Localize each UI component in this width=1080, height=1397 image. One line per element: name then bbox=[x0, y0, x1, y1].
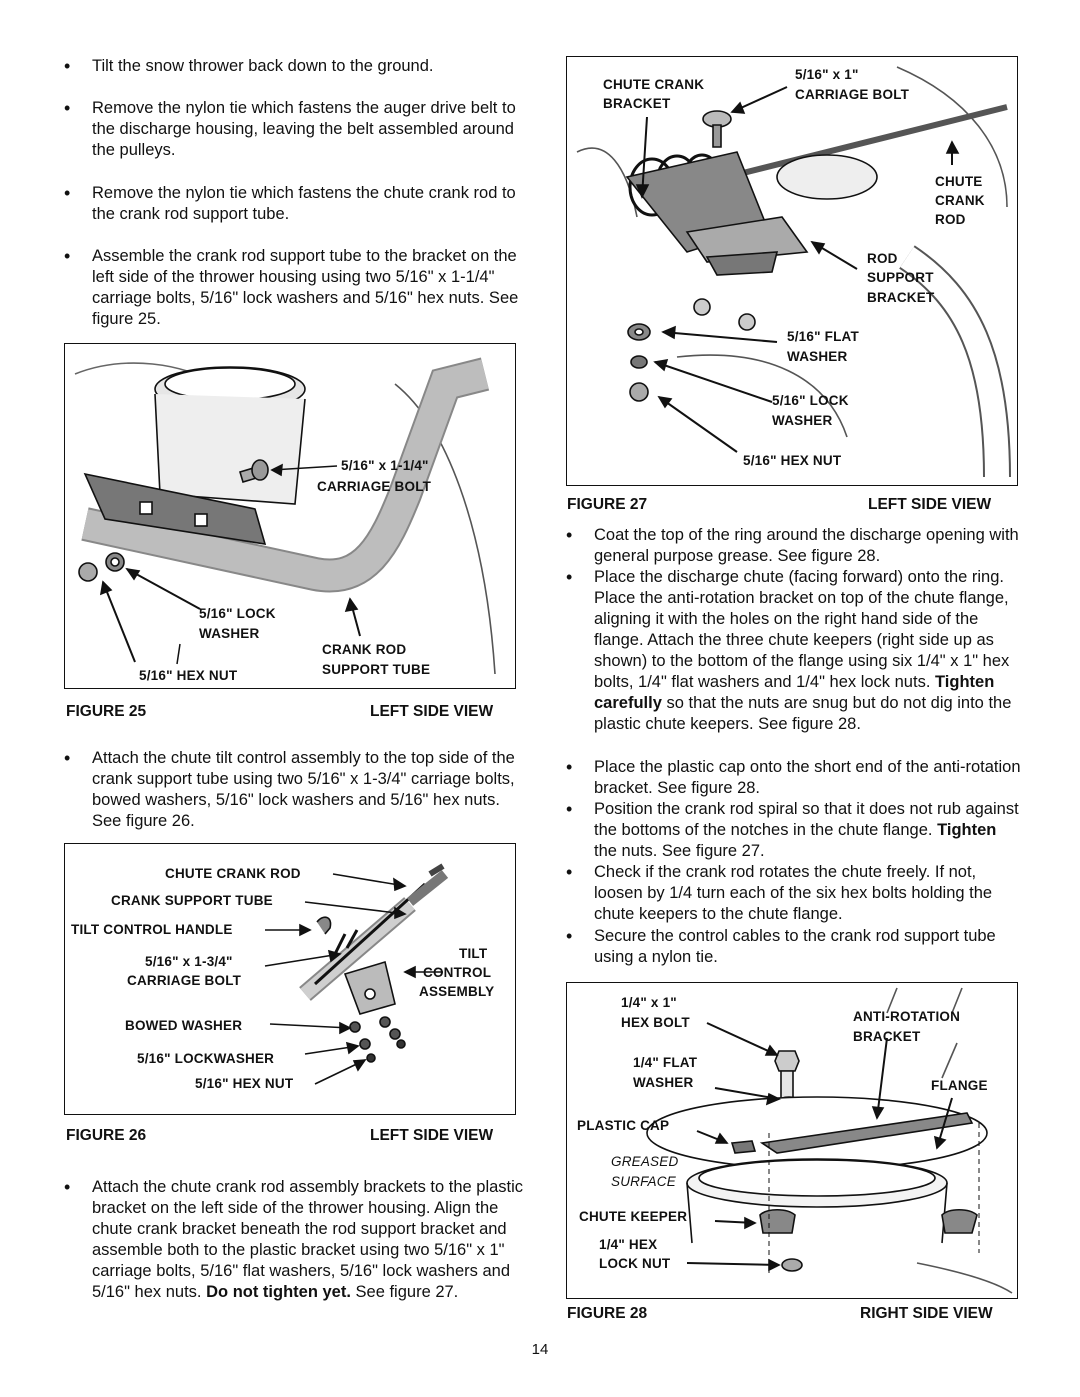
fig27-label-rod: ROD bbox=[935, 212, 966, 227]
fig27-label-hex-nut: 5/16" HEX NUT bbox=[743, 453, 842, 468]
fig28-label-flange: FLANGE bbox=[931, 1078, 988, 1093]
bullet-dot: • bbox=[566, 525, 573, 545]
fig27-label-crank: CRANK bbox=[935, 193, 985, 208]
fig27-label-chute: CHUTE bbox=[935, 174, 983, 189]
fig27-label-flat-washer: WASHER bbox=[787, 349, 848, 364]
fig27-label-support-bracket: BRACKET bbox=[867, 290, 935, 305]
fig26-label-assembly: ASSEMBLY bbox=[419, 984, 495, 999]
step-attach-tilt-control: • Attach the chute tilt control assembly… bbox=[64, 748, 515, 830]
fig26-label-crank-support-tube: CRANK SUPPORT TUBE bbox=[111, 893, 273, 908]
fig27-label-lock: 5/16" LOCK bbox=[772, 393, 849, 408]
fig25-label-carriage-bolt: CARRIAGE BOLT bbox=[317, 479, 432, 494]
fig28-label-chute-keeper: CHUTE KEEPER bbox=[579, 1209, 688, 1224]
fig26-label-chute-crank-rod: CHUTE CRANK ROD bbox=[165, 866, 301, 881]
figure-25-view: LEFT SIDE VIEW bbox=[370, 703, 494, 720]
fig27-label-carriage-bolt: CARRIAGE BOLT bbox=[795, 87, 910, 102]
fig28-label-anti-rotation: ANTI-ROTATION bbox=[853, 1009, 961, 1024]
fig26-label-lockwasher: 5/16" LOCKWASHER bbox=[137, 1051, 275, 1066]
step-place-chute: • Place the discharge chute (facing forw… bbox=[566, 567, 1022, 735]
fig26-label-bowed-washer: BOWED WASHER bbox=[125, 1018, 243, 1033]
fig26-label-hex-nut: 5/16" HEX NUT bbox=[195, 1076, 294, 1091]
step-remove-rod-tie: • Remove the nylon tie which fastens the… bbox=[64, 183, 516, 223]
fig25-label-bolt-size: 5/16" x 1-1/4" bbox=[341, 458, 429, 473]
step-attach-crank-brackets: • Attach the chute crank rod assembly br… bbox=[64, 1177, 524, 1303]
fig27-label-support: SUPPORT bbox=[867, 270, 934, 285]
step-position-spiral: • Position the crank rod spiral so that … bbox=[566, 799, 1022, 862]
bullet-dot: • bbox=[64, 1177, 71, 1197]
fig27-label-rod-2: ROD bbox=[867, 251, 898, 266]
step-spiral-bold: Tighten bbox=[937, 821, 997, 839]
step-place-chute-text: Place the discharge chute (facing forwar… bbox=[594, 568, 1010, 691]
fig27-label-chute-crank: CHUTE CRANK bbox=[603, 77, 705, 92]
figure-25-drawing bbox=[74, 357, 496, 675]
fig25-label-support-tube: SUPPORT TUBE bbox=[322, 662, 431, 677]
step-secure-cables: • Secure the control cables to the crank… bbox=[566, 926, 996, 966]
step-spiral-tail: the nuts. See figure 27. bbox=[594, 842, 765, 860]
bullet-dot: • bbox=[566, 799, 573, 819]
bullet-dot: • bbox=[64, 246, 71, 266]
fig28-label-lock-nut: LOCK NUT bbox=[599, 1256, 671, 1271]
fig27-label-bracket: BRACKET bbox=[603, 96, 671, 111]
figure-28-caption: FIGURE 28 bbox=[567, 1305, 648, 1322]
bullet-dot: • bbox=[566, 757, 573, 777]
step-tilt-down: • Tilt the snow thrower back down to the… bbox=[64, 56, 434, 76]
bullet-dot: • bbox=[64, 56, 71, 76]
fig26-label-tilt: TILT bbox=[459, 946, 488, 961]
fig28-label-hex: 1/4" HEX bbox=[599, 1237, 658, 1252]
figure-25-illustration: 5/16" x 1-1/4" CARRIAGE BOLT 5/16" LOCK … bbox=[64, 343, 516, 689]
fig26-label-control: CONTROL bbox=[423, 965, 492, 980]
fig27-label-lock-washer: WASHER bbox=[772, 413, 833, 428]
figure-25-caption: FIGURE 25 bbox=[66, 703, 147, 720]
fig25-label-washer: WASHER bbox=[199, 626, 260, 641]
figure-27-illustration: CHUTE CRANK BRACKET 5/16" x 1" CARRIAGE … bbox=[566, 56, 1018, 486]
step-place-chute-tail: so that the nuts are snug but do not dig… bbox=[594, 694, 1012, 733]
fig28-label-flat: 1/4" FLAT bbox=[633, 1055, 698, 1070]
fig25-label-lock-washer: 5/16" LOCK bbox=[199, 606, 276, 621]
step-remove-belt-tie: • Remove the nylon tie which fastens the… bbox=[64, 98, 516, 159]
bullet-dot: • bbox=[566, 926, 573, 946]
fig28-label-bracket: BRACKET bbox=[853, 1029, 921, 1044]
step-spiral-text: Position the crank rod spiral so that it… bbox=[594, 800, 1019, 839]
fig28-label-hex-bolt: HEX BOLT bbox=[621, 1015, 690, 1030]
step-c-text: Attach the chute crank rod assembly brac… bbox=[92, 1178, 524, 1301]
bullet-dot: • bbox=[64, 98, 71, 118]
step-place-chute-bold: Tighten carefully bbox=[594, 673, 995, 712]
figure-26-view: LEFT SIDE VIEW bbox=[370, 1127, 494, 1144]
step-check-rotation: • Check if the crank rod rotates the chu… bbox=[566, 862, 993, 923]
figure-27-caption: FIGURE 27 bbox=[567, 496, 648, 513]
fig26-label-bolt-size: 5/16" x 1-3/4" bbox=[145, 954, 233, 969]
fig25-label-crank-rod: CRANK ROD bbox=[322, 642, 407, 657]
figure-28-drawing bbox=[646, 987, 1013, 1294]
fig28-label-washer: WASHER bbox=[633, 1075, 694, 1090]
fig28-label-surface: SURFACE bbox=[611, 1174, 676, 1189]
figure-26-drawing bbox=[264, 863, 449, 1085]
fig26-label-tilt-control-handle: TILT CONTROL HANDLE bbox=[71, 922, 233, 937]
figure-27-drawing bbox=[576, 66, 1011, 478]
step-place-cap: • Place the plastic cap onto the short e… bbox=[566, 757, 1021, 797]
figure-26-illustration: CHUTE CRANK ROD CRANK SUPPORT TUBE TILT … bbox=[64, 843, 516, 1115]
step-coat-ring: • Coat the top of the ring around the di… bbox=[566, 525, 1019, 565]
fig25-label-hex-nut: 5/16" HEX NUT bbox=[139, 668, 238, 683]
fig28-label-greased: GREASED bbox=[611, 1154, 679, 1169]
fig27-label-bolt-size: 5/16" x 1" bbox=[795, 67, 859, 82]
step-c-bold: Do not tighten yet. bbox=[206, 1283, 351, 1301]
fig28-label-bolt-size: 1/4" x 1" bbox=[621, 995, 677, 1010]
bullet-dot: • bbox=[566, 862, 573, 882]
bullet-dot: • bbox=[64, 748, 71, 768]
bullet-dot: • bbox=[566, 567, 573, 587]
page-number: 14 bbox=[531, 1341, 549, 1358]
step-c-tail: See figure 27. bbox=[355, 1283, 459, 1301]
fig26-label-carriage-bolt: CARRIAGE BOLT bbox=[127, 973, 242, 988]
step-assemble-support-tube: • Assemble the crank rod support tube to… bbox=[64, 246, 519, 328]
bullet-dot: • bbox=[64, 183, 71, 203]
fig27-label-flat: 5/16" FLAT bbox=[787, 329, 859, 344]
figure-26-caption: FIGURE 26 bbox=[66, 1127, 147, 1144]
fig28-label-plastic-cap: PLASTIC CAP bbox=[577, 1118, 670, 1133]
figure-28-illustration: 1/4" x 1" HEX BOLT ANTI-ROTATION BRACKET… bbox=[566, 982, 1018, 1299]
figure-27-view: LEFT SIDE VIEW bbox=[868, 496, 992, 513]
figure-28-view: RIGHT SIDE VIEW bbox=[860, 1305, 993, 1322]
